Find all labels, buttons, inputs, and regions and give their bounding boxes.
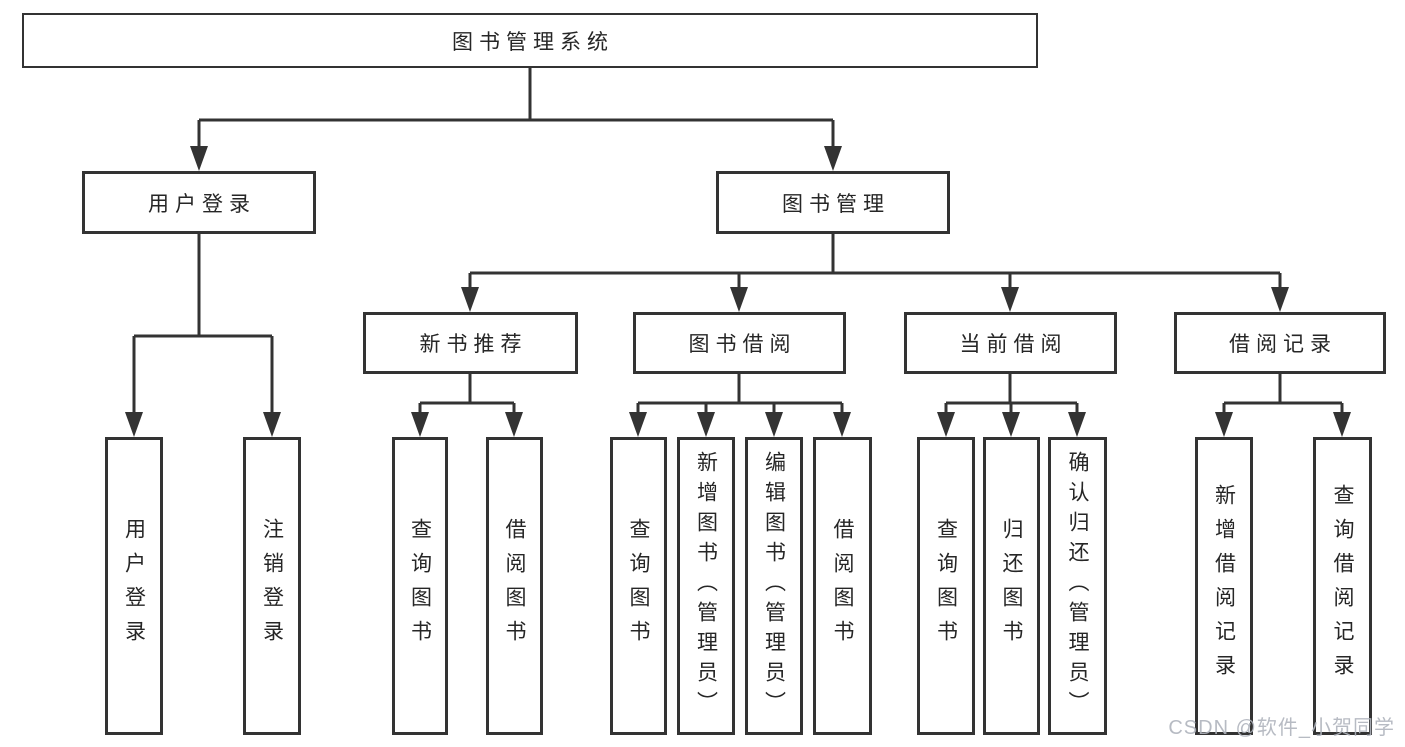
node-root: 图书管理系统 [22, 13, 1038, 68]
connector-new-book-recommend-children [418, 374, 516, 416]
arrow-down-icon [697, 412, 715, 437]
node-leaf-borrow-book-1-label: 借阅图书 [503, 518, 526, 654]
arrow-down-icon [190, 146, 208, 171]
node-book-borrow: 图书借阅 [633, 312, 846, 374]
arrow-down-icon [411, 412, 429, 437]
arrowheads-root-children [190, 146, 842, 171]
arrow-down-icon [461, 287, 479, 312]
node-leaf-user-login: 用户登录 [105, 437, 163, 735]
node-leaf-return-book: 归还图书 [983, 437, 1040, 735]
node-leaf-confirm-return-admin: 确认归还（管理员） [1048, 437, 1107, 735]
node-current-borrow-label: 当前借阅 [959, 333, 1068, 356]
node-leaf-return-book-label: 归还图书 [1000, 518, 1023, 654]
connector-borrow-records-children [1222, 374, 1344, 416]
node-leaf-query-book-2-label: 查询图书 [627, 518, 650, 654]
arrow-down-icon [833, 412, 851, 437]
arrowheads-book-management-children [461, 287, 1289, 312]
node-leaf-borrow-book-2-label: 借阅图书 [831, 518, 854, 654]
node-leaf-query-book-1-label: 查询图书 [408, 518, 432, 654]
arrow-down-icon [1002, 412, 1020, 437]
arrow-down-icon [125, 412, 143, 437]
node-current-borrow: 当前借阅 [904, 312, 1117, 374]
node-leaf-add-book-admin-label: 新增图书（管理员） [694, 451, 718, 721]
connector-user-login-children [132, 234, 274, 416]
node-leaf-borrow-book-1: 借阅图书 [486, 437, 543, 735]
node-leaf-logout-label: 注销登录 [260, 518, 284, 654]
node-leaf-logout: 注销登录 [243, 437, 301, 735]
node-user-login: 用户登录 [82, 171, 316, 234]
connector-current-borrow-children [944, 374, 1079, 416]
node-leaf-query-book-3: 查询图书 [917, 437, 975, 735]
node-leaf-query-borrow-record: 查询借阅记录 [1313, 437, 1372, 735]
arrow-down-icon [1215, 412, 1233, 437]
node-leaf-query-book-3-label: 查询图书 [934, 518, 958, 654]
arrow-down-icon [937, 412, 955, 437]
connector-book-management-children [468, 234, 1282, 290]
node-leaf-query-book-1: 查询图书 [392, 437, 448, 735]
node-leaf-confirm-return-admin-label: 确认归还（管理员） [1066, 451, 1089, 721]
arrow-down-icon [505, 412, 523, 437]
watermark: CSDN @软件_小贺同学 [1168, 717, 1395, 739]
node-leaf-edit-book-admin: 编辑图书（管理员） [745, 437, 803, 735]
node-leaf-query-borrow-record-label: 查询借阅记录 [1331, 484, 1354, 688]
arrowheads-borrow-records-children [1215, 412, 1351, 437]
arrow-down-icon [629, 412, 647, 437]
node-borrow-records-label: 借阅记录 [1229, 333, 1337, 356]
arrow-down-icon [1333, 412, 1351, 437]
connector-root-children [197, 68, 835, 150]
arrow-down-icon [1271, 287, 1289, 312]
node-leaf-add-borrow-record: 新增借阅记录 [1195, 437, 1253, 735]
arrow-down-icon [1068, 412, 1086, 437]
connector-book-borrow-children [636, 374, 844, 416]
arrow-down-icon [1001, 287, 1019, 312]
node-user-login-label: 用户登录 [148, 192, 256, 216]
node-leaf-user-login-label: 用户登录 [122, 518, 146, 654]
node-book-management-label: 图书管理 [782, 192, 890, 216]
arrowheads-new-book-recommend-children [411, 412, 523, 437]
node-leaf-add-borrow-record-label: 新增借阅记录 [1212, 484, 1236, 688]
arrow-down-icon [824, 146, 842, 171]
node-borrow-records: 借阅记录 [1174, 312, 1386, 374]
arrowheads-book-borrow-children [629, 412, 851, 437]
arrow-down-icon [730, 287, 748, 312]
arrowheads-user-login-children [125, 412, 281, 437]
node-leaf-edit-book-admin-label: 编辑图书（管理员） [762, 451, 786, 721]
node-leaf-add-book-admin: 新增图书（管理员） [677, 437, 735, 735]
arrowheads-current-borrow-children [937, 412, 1086, 437]
node-book-borrow-label: 图书借阅 [688, 333, 797, 356]
node-leaf-borrow-book-2: 借阅图书 [813, 437, 872, 735]
node-root-label: 图书管理系统 [452, 30, 614, 54]
arrow-down-icon [765, 412, 783, 437]
node-book-management: 图书管理 [716, 171, 950, 234]
node-new-book-recommend-label: 新书推荐 [419, 333, 528, 356]
arrow-down-icon [263, 412, 281, 437]
node-new-book-recommend: 新书推荐 [363, 312, 578, 374]
node-leaf-query-book-2: 查询图书 [610, 437, 667, 735]
